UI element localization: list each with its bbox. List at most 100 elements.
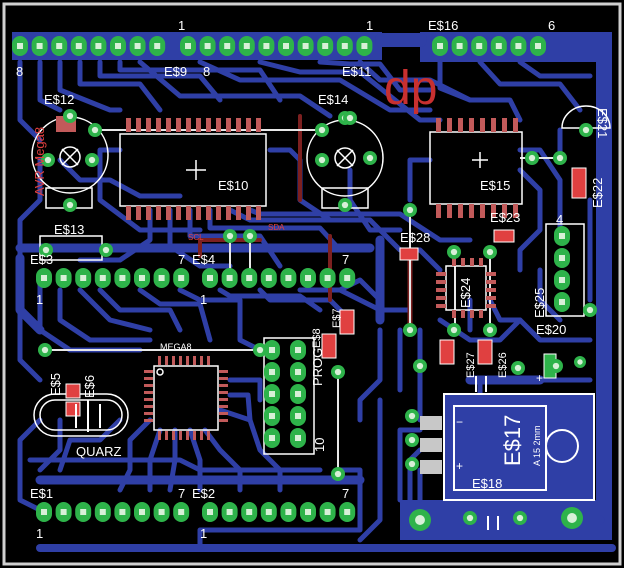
label-e8: E$8 bbox=[311, 328, 323, 348]
label-e3: E$3 bbox=[30, 252, 53, 267]
label-e22: E$22 bbox=[590, 178, 605, 208]
ic-e10-pin bbox=[176, 118, 181, 132]
label-e2: E$2 bbox=[192, 486, 215, 501]
header-e1-pad-hole bbox=[41, 509, 47, 515]
ic-e10-pin bbox=[146, 206, 151, 220]
ic-e10-pin bbox=[226, 118, 231, 132]
mcu-mega8-pin bbox=[158, 431, 161, 440]
mcu-mega8-pin bbox=[172, 431, 175, 440]
ic-e10-pin bbox=[206, 206, 211, 220]
ic-e10-pin bbox=[126, 118, 131, 132]
label-avr-mega8: AVR Mega8 bbox=[32, 127, 47, 196]
mcu-mega8-pin bbox=[165, 356, 168, 365]
ic-e10-pin bbox=[166, 206, 171, 220]
header-e1-pad-hole bbox=[158, 509, 165, 515]
ic-e10-pin bbox=[206, 118, 211, 132]
label-e5: E$5 bbox=[48, 373, 63, 396]
label-e3-pin7: 7 bbox=[342, 252, 349, 267]
label-h1-pin1: 1 bbox=[178, 18, 185, 33]
via-hole bbox=[334, 470, 342, 478]
ic-e24-pin bbox=[470, 310, 474, 318]
prog-pad-hole bbox=[269, 435, 275, 441]
header-e9-pad-hole bbox=[36, 43, 43, 49]
ic-e10-pin bbox=[156, 118, 161, 132]
label-e7: E$7 bbox=[331, 308, 343, 328]
header-e9-pad-hole bbox=[154, 43, 161, 49]
capacitor-pad-hole bbox=[466, 514, 474, 522]
ic-e15-pin bbox=[436, 118, 441, 132]
label-h1-pin8: 8 bbox=[16, 64, 23, 79]
header-e25-pad-hole bbox=[559, 233, 565, 239]
labels: 1 8 1 E$16 6 E$9 8 E$11 dp E$12 E$14 AVR… bbox=[16, 18, 610, 541]
via-hole bbox=[66, 201, 74, 209]
header-e25-pad-hole bbox=[559, 255, 565, 261]
header-e16-pad-hole bbox=[456, 43, 463, 49]
header-e9-pad-hole bbox=[134, 43, 141, 49]
via-hole bbox=[41, 346, 49, 354]
header-e3-pad-hole bbox=[158, 275, 165, 281]
ic-e10-pin bbox=[176, 206, 181, 220]
label-reg-note: A 15 2mm bbox=[532, 425, 542, 466]
mcu-mega8-pin bbox=[219, 405, 228, 408]
ic-e10-pin bbox=[256, 206, 261, 220]
ic-e10-pin bbox=[246, 118, 251, 132]
ic-e24-pin bbox=[436, 272, 446, 276]
mcu-mega8-pin bbox=[207, 356, 210, 365]
mcu-mega8-pin bbox=[179, 431, 182, 440]
header-e2-pad-hole bbox=[305, 509, 311, 515]
header-e25-pad-hole bbox=[559, 277, 565, 283]
ic-e15-pin bbox=[447, 204, 452, 218]
ic-e10-pin bbox=[186, 206, 191, 220]
header-e3-pad-hole bbox=[60, 275, 67, 281]
label-e1-pin7: 7 bbox=[178, 486, 185, 501]
header-e4-pad-hole bbox=[285, 275, 292, 281]
via-hole bbox=[408, 412, 416, 420]
via-hole bbox=[44, 156, 52, 164]
capacitor-pad-hole bbox=[577, 359, 583, 365]
via-hole bbox=[406, 326, 414, 334]
via-hole bbox=[341, 201, 349, 209]
via-hole bbox=[346, 114, 354, 122]
mcu-mega8-pin bbox=[200, 431, 203, 440]
via-hole bbox=[88, 156, 96, 164]
header-e4-pad-hole bbox=[305, 275, 311, 281]
regulator-e17 bbox=[420, 393, 595, 501]
ic-e10-pin bbox=[216, 206, 221, 220]
header-e9-pad-hole bbox=[56, 43, 63, 49]
mcu-mega8-pin bbox=[179, 356, 182, 365]
label-dp: dp bbox=[384, 62, 437, 115]
mcu-mega8-pin bbox=[144, 391, 153, 394]
via-hole bbox=[450, 326, 458, 334]
via-hole bbox=[91, 126, 99, 134]
label-e2-pin7: 7 bbox=[342, 486, 349, 501]
mcu-mega8-pin bbox=[219, 412, 228, 415]
via-hole bbox=[450, 248, 458, 256]
header-e4-pad-hole bbox=[207, 275, 213, 281]
ic-e15-pin bbox=[447, 118, 452, 132]
label-e24: E$24 bbox=[458, 278, 473, 308]
header-e1-pad-hole bbox=[60, 509, 67, 515]
mcu-mega8-pin bbox=[144, 377, 153, 380]
mcu-mega8-pin bbox=[186, 356, 189, 365]
header-e2-pad-hole bbox=[324, 509, 331, 515]
prog-pad-hole bbox=[295, 391, 301, 397]
label-e1-pin1: 1 bbox=[36, 526, 43, 541]
header-e11-pad-hole bbox=[302, 43, 309, 49]
smd-components bbox=[56, 116, 587, 530]
mcu-mega8-pin bbox=[219, 398, 228, 401]
header-e2-pad-hole bbox=[207, 509, 213, 515]
label-e15: E$15 bbox=[480, 178, 510, 193]
header-e4-pad-hole bbox=[344, 275, 351, 281]
header-e11-pad-hole bbox=[341, 43, 348, 49]
header-e11-pad-hole bbox=[263, 43, 270, 49]
mcu-mega8-pin bbox=[193, 356, 196, 365]
ic-e24-pin bbox=[461, 258, 465, 266]
prog-pad-hole bbox=[269, 391, 275, 397]
via-hole bbox=[246, 232, 254, 240]
label-e9: E$9 bbox=[164, 64, 187, 79]
header-e25-pad-hole bbox=[559, 299, 565, 305]
label-e16: E$16 bbox=[428, 18, 458, 33]
mcu-mega8-pin bbox=[144, 370, 153, 373]
ic-e24-pin bbox=[461, 310, 465, 318]
mcu-mega8-pin bbox=[144, 405, 153, 408]
